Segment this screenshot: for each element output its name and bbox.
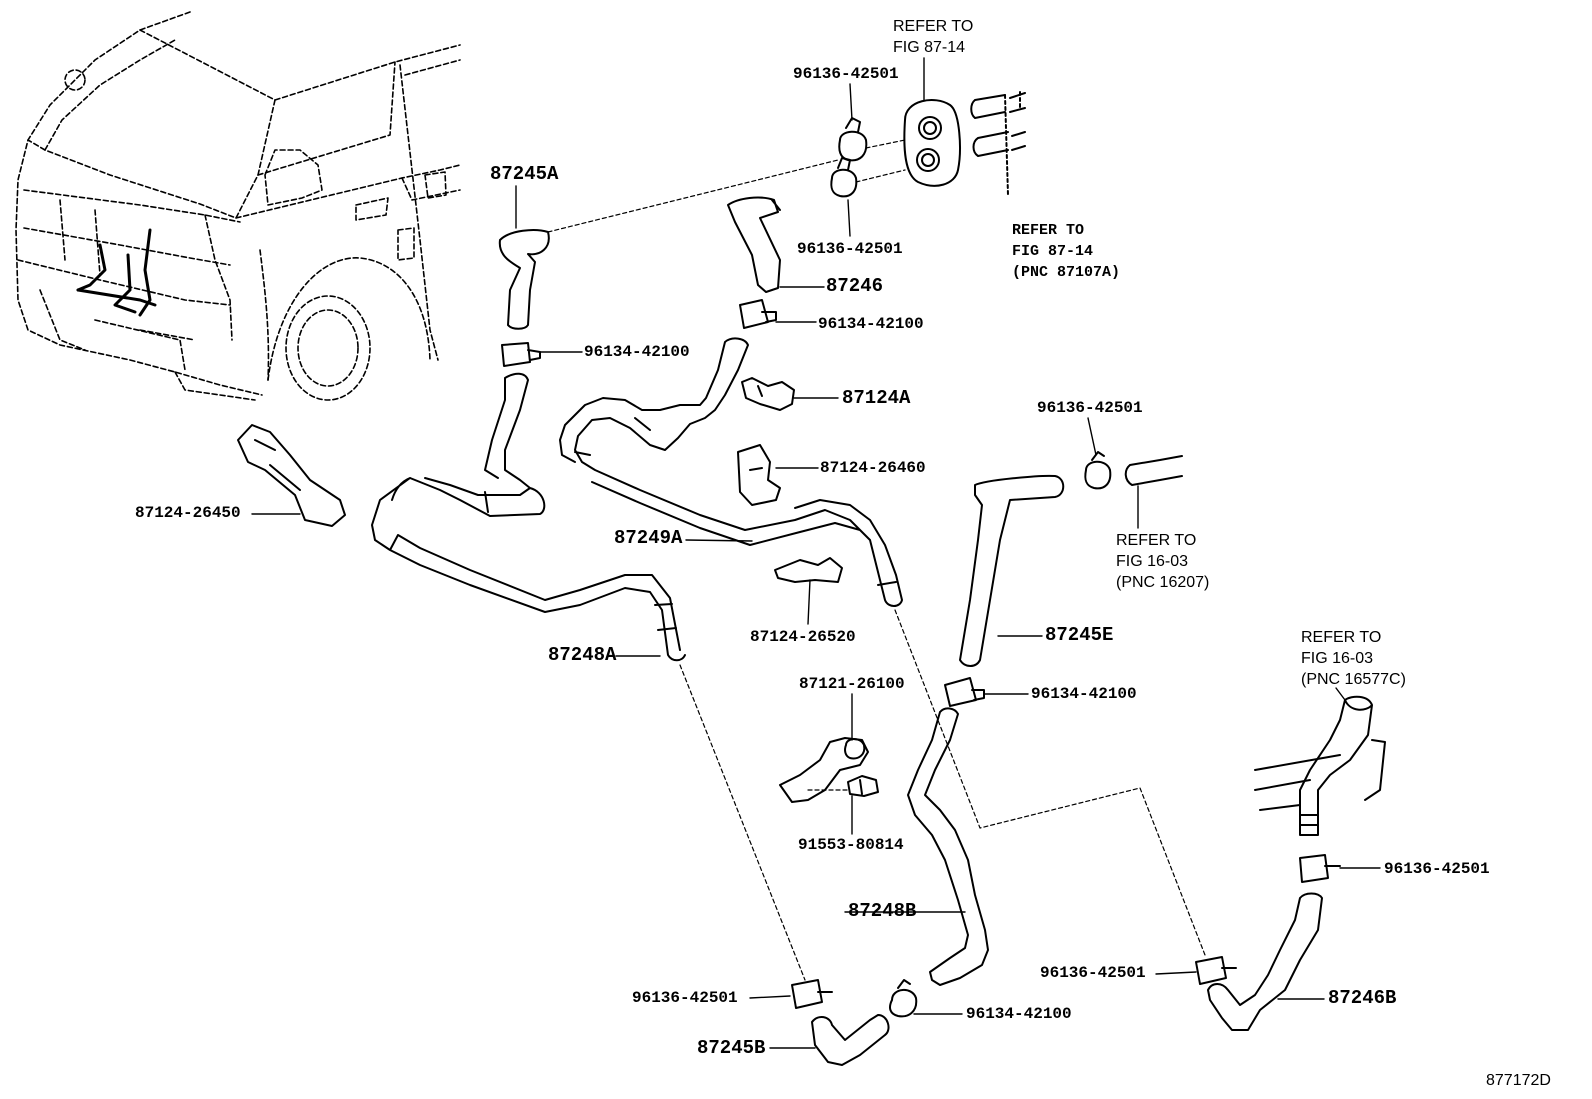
part-number-label: 87248B	[848, 900, 917, 922]
part-number-label: 96134-42100	[966, 1005, 1072, 1023]
reference-note-line: (PNC 87107A)	[1012, 264, 1121, 281]
reference-note-line: FIG 16-03	[1116, 553, 1189, 570]
part-number-label: 87245B	[697, 1037, 766, 1059]
part-number-label: 87121-26100	[799, 675, 905, 693]
part-number-label: 96136-42501	[1040, 964, 1146, 982]
reference-note-line: FIG 87-14	[1012, 243, 1094, 260]
part-number-label: 91553-80814	[798, 836, 904, 854]
reference-note: REFER TO FIG 16-03 (PNC 16207)	[1116, 530, 1209, 593]
reference-note-line: REFER TO	[1116, 532, 1197, 549]
reference-note-line: FIG 16-03	[1301, 650, 1374, 667]
part-number-label: 96136-42501	[793, 65, 899, 83]
reference-note-line: (PNC 16577C)	[1301, 671, 1406, 688]
connection-lines	[547, 139, 1206, 981]
part-number-label: 87246B	[1328, 987, 1397, 1009]
part-number-label: 87245A	[490, 163, 559, 185]
reference-note: REFER TO FIG 87-14	[893, 16, 973, 58]
part-number-label: 87124-26450	[135, 504, 241, 522]
part-number-label: 87124A	[842, 387, 911, 409]
part-number-label: 87246	[826, 275, 884, 297]
part-number-label: 96134-42100	[584, 343, 690, 361]
reference-note: REFER TO FIG 16-03 (PNC 16577C)	[1301, 627, 1406, 690]
leader-lines	[251, 57, 1381, 1049]
part-number-label: 87245E	[1045, 624, 1114, 646]
part-number-label: 87124-26460	[820, 459, 926, 477]
part-number-label: 96136-42501	[797, 240, 903, 258]
part-number-label: 87248A	[548, 644, 617, 666]
reference-note-line: REFER TO	[1012, 222, 1085, 239]
part-number-label: 96134-42100	[1031, 685, 1137, 703]
reference-note-line: (PNC 16207)	[1116, 574, 1210, 591]
reference-note: REFER TO FIG 87-14 (PNC 87107A)	[1012, 220, 1120, 283]
hoses	[371, 196, 1386, 1066]
part-number-label: 96136-42501	[1037, 399, 1143, 417]
reference-note-line: FIG 87-14	[893, 39, 966, 56]
reference-note-line: REFER TO	[893, 18, 974, 35]
van-hoses	[76, 228, 157, 317]
part-number-label: 96136-42501	[1384, 860, 1490, 878]
figure-id: 877172D	[1486, 1072, 1551, 1089]
van-outline	[15, 11, 461, 401]
part-number-label: 87124-26520	[750, 628, 856, 646]
clamps-brackets	[237, 91, 1237, 1018]
part-number-label: 87249A	[614, 527, 683, 549]
part-number-label: 96134-42100	[818, 315, 924, 333]
part-number-label: 96136-42501	[632, 989, 738, 1007]
reference-note-line: REFER TO	[1301, 629, 1382, 646]
